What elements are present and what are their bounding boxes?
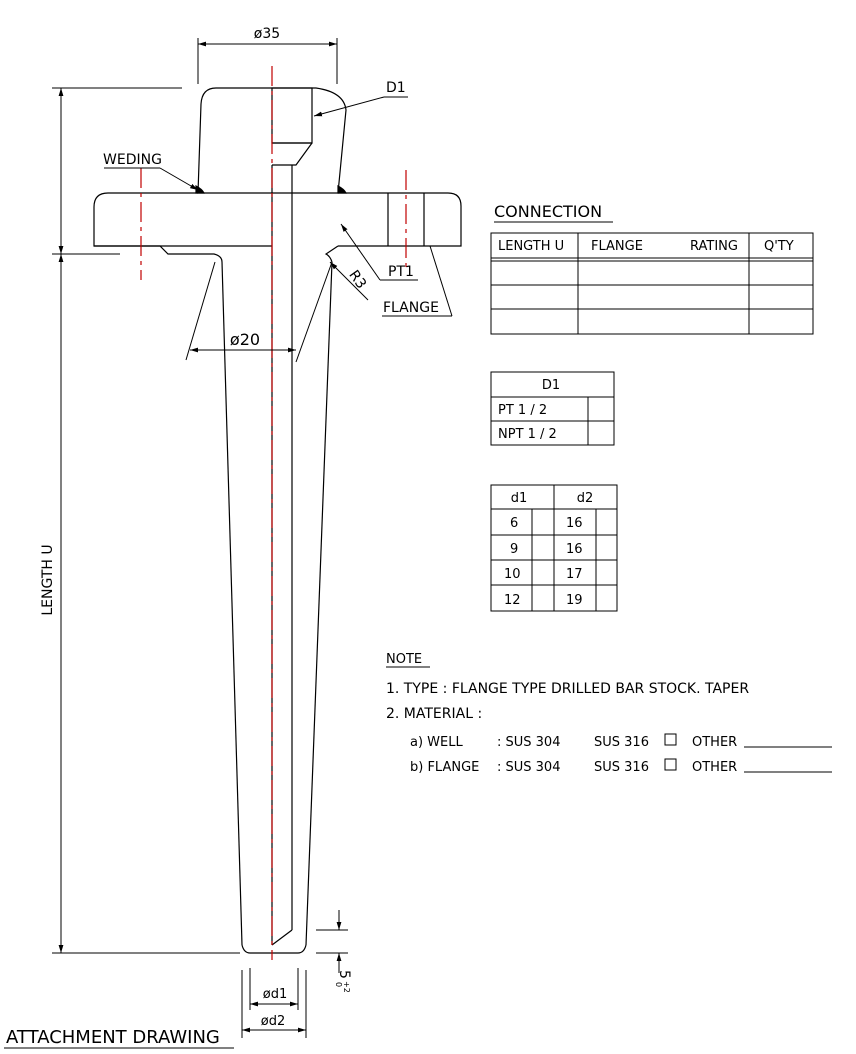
- note-flange-checkbox[interactable]: [664, 758, 677, 771]
- note-flange-other: OTHER: [692, 760, 737, 775]
- dd-cell: 10: [504, 567, 521, 582]
- notes: NOTE 1. TYPE : FLANGE TYPE DRILLED BAR S…: [386, 652, 832, 775]
- dim-tip-length: 5 +2 0: [334, 970, 352, 993]
- dd-cell: 6: [510, 516, 518, 531]
- dim-tip-value: 5: [336, 970, 352, 979]
- note-well-other: OTHER: [692, 735, 737, 750]
- note-well-checkbox[interactable]: [664, 733, 677, 746]
- connection-title: CONNECTION: [494, 202, 602, 221]
- dd-cell: 16: [566, 516, 583, 531]
- d1-table-row-pt: PT 1 / 2: [498, 403, 547, 418]
- flange-left: [93, 192, 223, 263]
- note-flange-value: : SUS 304: [497, 760, 560, 775]
- note-line-type: 1. TYPE : FLANGE TYPE DRILLED BAR STOCK.…: [386, 681, 749, 697]
- stem-right-edge: [305, 261, 333, 946]
- drawing-title: ATTACHMENT DRAWING: [6, 1027, 220, 1048]
- d1-table-header: D1: [542, 378, 560, 393]
- dd-cell: 19: [566, 593, 583, 608]
- connection-header-flange: FLANGE: [591, 239, 643, 254]
- note-well-label: a) WELL: [410, 735, 463, 750]
- connection-table: [490, 232, 814, 335]
- dim-tip-tol-upper: +2: [342, 981, 351, 993]
- connection-header-rating: RATING: [690, 239, 738, 254]
- dim-r3: R3: [345, 267, 369, 291]
- d1-thread-bore: [271, 87, 313, 144]
- d1-table: D1 PT 1 / 2 NPT 1 / 2: [490, 371, 615, 446]
- dim-d2: ød2: [261, 1014, 285, 1029]
- dim-tip-tol-lower: 0: [334, 982, 343, 987]
- note-title: NOTE: [386, 652, 422, 667]
- connection-section: CONNECTION LENGTH U FLANGE RATING Q'TY: [490, 202, 814, 335]
- dd-table: d1 d2 6 16 9 16 10 17 12 19: [490, 484, 618, 612]
- note-flange-label: b) FLANGE: [410, 760, 479, 775]
- dimension-lines: [52, 38, 453, 1038]
- stem-left-edge: [221, 261, 243, 946]
- dd-cell: 9: [510, 542, 518, 557]
- note-well-sus316: SUS 316: [594, 735, 649, 750]
- dim-mid-diameter: ø20: [230, 330, 260, 349]
- callout-flange: FLANGE: [383, 300, 439, 316]
- dd-cell: 16: [566, 542, 583, 557]
- centerlines: [140, 66, 407, 960]
- dd-cell: 12: [504, 593, 521, 608]
- d1-table-row-npt: NPT 1 / 2: [498, 427, 557, 442]
- note-well-value: : SUS 304: [497, 735, 560, 750]
- dim-top-diameter: ø35: [254, 26, 280, 42]
- note-flange-sus316: SUS 316: [594, 760, 649, 775]
- dd-cell: 17: [566, 567, 583, 582]
- callout-welding: WEDING: [103, 152, 162, 168]
- note-line-material: 2. MATERIAL :: [386, 706, 482, 722]
- flange-right: [338, 192, 462, 247]
- dd-header-d2: d2: [577, 491, 594, 506]
- dim-d1: ød1: [263, 987, 287, 1002]
- dim-length-u: LENGTH U: [40, 544, 56, 615]
- stem-tip: [241, 944, 307, 954]
- connection-header-length: LENGTH U: [498, 239, 564, 254]
- dd-header-d1: d1: [511, 491, 528, 506]
- callout-d1: D1: [386, 80, 406, 96]
- connection-header-qty: Q'TY: [764, 239, 794, 254]
- callout-pt1: PT1: [388, 264, 414, 280]
